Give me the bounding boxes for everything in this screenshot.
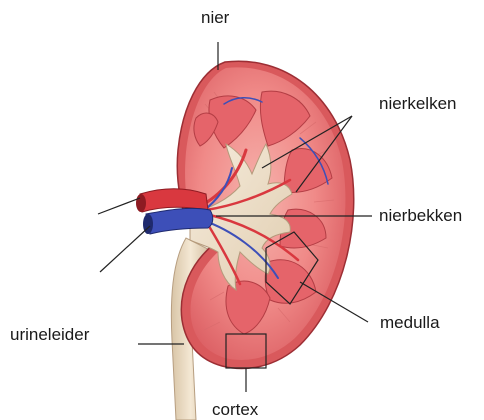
label-medulla: medulla [380,314,440,331]
label-ureter: urineleider [10,326,89,343]
artery-opening [136,194,146,212]
label-cortex: cortex [212,401,258,418]
label-kidney: nier [201,9,229,26]
leader-line-artery [98,198,140,214]
leader-line-vein [100,226,150,272]
label-pelvis: nierbekken [379,207,462,224]
label-calyces: nierkelken [379,95,457,112]
